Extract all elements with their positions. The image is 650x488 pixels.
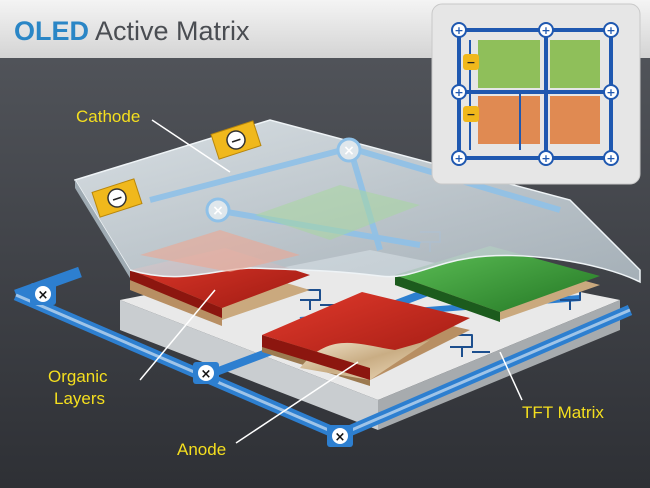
svg-text:×: × (343, 143, 355, 159)
inset-node-bm: + (538, 150, 554, 166)
page-title: OLED Active Matrix (14, 16, 250, 46)
pixel-front (262, 292, 470, 386)
label-organic-1: Organic (48, 367, 108, 386)
svg-text:+: + (606, 152, 615, 165)
svg-text:+: + (606, 24, 615, 37)
svg-text:+: + (454, 152, 463, 165)
label-anode: Anode (177, 440, 226, 459)
svg-text:×: × (38, 288, 49, 303)
title-rest: Active Matrix (89, 16, 250, 46)
svg-text:−: − (466, 56, 475, 69)
title-prefix: OLED (14, 16, 89, 46)
cathode-node-2: × (205, 197, 231, 223)
minus-terminal-1: − (210, 120, 262, 160)
svg-text:×: × (201, 367, 212, 382)
tft-node-mid: × (193, 362, 219, 384)
leader-lines (139, 119, 523, 444)
inset-node-tr: + (603, 22, 619, 38)
cathode-sheet (73, 119, 641, 284)
label-tft-matrix: TFT Matrix (522, 403, 604, 422)
inset-node-tl: + (451, 22, 467, 38)
svg-text:−: − (109, 190, 125, 209)
inset-node-ml: + (451, 84, 467, 100)
inset-node-mr: + (603, 84, 619, 100)
svg-text:+: + (541, 24, 550, 37)
svg-text:×: × (335, 430, 346, 445)
svg-text:+: + (606, 86, 615, 99)
tft-node-left: × (30, 283, 56, 305)
svg-text:+: + (454, 24, 463, 37)
svg-text:−: − (228, 132, 244, 151)
svg-text:+: + (454, 86, 463, 99)
label-cathode: Cathode (76, 107, 140, 126)
inset-node-bl: + (451, 150, 467, 166)
cathode-node-1: × (336, 137, 362, 163)
svg-text:×: × (212, 203, 224, 219)
svg-text:+: + (541, 152, 550, 165)
svg-text:−: − (466, 108, 475, 121)
inset-minus-2: − (463, 106, 479, 122)
label-organic-2: Layers (54, 389, 105, 408)
tft-node-front: × (327, 425, 353, 447)
minus-terminal-2: − (91, 178, 143, 218)
inset-node-br: + (603, 150, 619, 166)
inset-minus-1: − (463, 54, 479, 70)
inset-node-tm: + (538, 22, 554, 38)
inset-matrix: + + + + + + + + − − (431, 3, 641, 185)
